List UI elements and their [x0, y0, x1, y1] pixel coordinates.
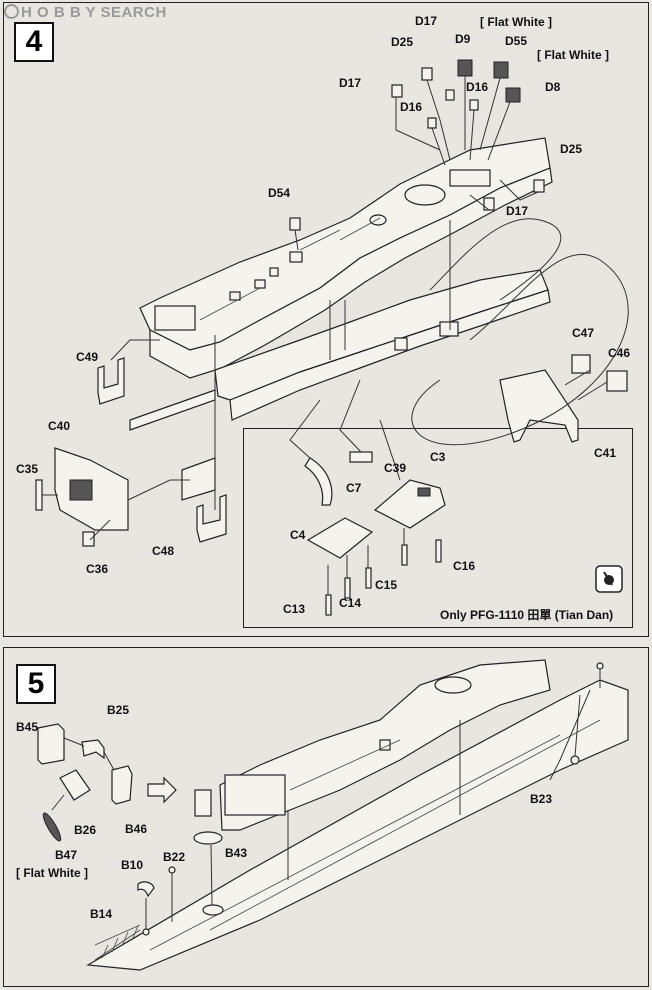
label-flat-white-a: [ Flat White ]	[480, 15, 552, 29]
step-4-panel	[3, 2, 649, 637]
label-d16-a: D16	[400, 100, 423, 114]
label-b10: B10	[121, 858, 144, 872]
part-c48	[196, 494, 227, 543]
tian-dan-note: Only PFG-1110 田單 (Tian Dan)	[440, 608, 614, 622]
label-b25: B25	[107, 703, 130, 717]
label-c47: C47	[572, 326, 595, 340]
label-b47: B47	[55, 848, 78, 862]
part-d16-b	[469, 99, 479, 111]
bridge-deck-detail	[154, 305, 196, 331]
part-d8	[505, 87, 521, 103]
label-d55: D55	[505, 34, 528, 48]
part-c15	[365, 567, 372, 589]
part-b14	[142, 928, 150, 936]
label-d17-b: D17	[339, 76, 362, 90]
part-c47	[571, 354, 591, 374]
label-c4: C4	[290, 528, 306, 542]
part-d54	[289, 217, 301, 231]
label-d16-b: D16	[466, 80, 489, 94]
step-5-panel	[3, 647, 649, 987]
part-c16	[401, 544, 408, 566]
part-b26	[59, 769, 91, 801]
part-b22	[168, 866, 176, 874]
label-d8: D8	[545, 80, 561, 94]
label-c41: C41	[594, 446, 617, 460]
label-c39: C39	[384, 461, 407, 475]
part-d17-a	[391, 84, 403, 98]
part-d55	[493, 61, 509, 79]
label-d17-a: D17	[415, 14, 438, 28]
label-b14: B14	[90, 907, 113, 921]
tian-dan-inset	[243, 428, 633, 628]
label-d9: D9	[455, 32, 471, 46]
part-c14	[344, 577, 351, 599]
label-flat-white-b: [ Flat White ]	[537, 48, 609, 62]
part-d25-b	[533, 179, 545, 193]
part-c13	[325, 594, 332, 616]
part-b43	[193, 831, 223, 845]
label-c3: C3	[430, 450, 446, 464]
label-b45: B45	[16, 720, 39, 734]
part-b46	[111, 765, 133, 805]
part-c3	[373, 479, 446, 529]
watermark: H O B B Y SEARCH	[4, 4, 167, 21]
side-panel-lower	[181, 457, 216, 501]
label-b46: B46	[125, 822, 148, 836]
label-b23: B23	[530, 792, 553, 806]
ship-hull	[86, 679, 629, 971]
part-c46	[606, 370, 628, 392]
step-4-number: 4	[14, 22, 54, 62]
label-d17-c: D17	[506, 204, 529, 218]
part-b25	[81, 739, 105, 760]
label-c35: C35	[16, 462, 39, 476]
label-c13: C13	[283, 602, 306, 616]
part-d16-a	[427, 117, 437, 129]
step-5-number: 5	[16, 664, 56, 704]
label-c16: C16	[453, 559, 476, 573]
label-c40: C40	[48, 419, 71, 433]
arrow-icon	[147, 776, 177, 804]
label-b22: B22	[163, 850, 186, 864]
part-c4	[306, 517, 374, 559]
label-c36: C36	[86, 562, 109, 576]
part-d9	[457, 59, 473, 77]
part-b10	[137, 881, 155, 898]
label-c7: C7	[346, 481, 362, 495]
part-b47	[42, 812, 62, 842]
label-c49: C49	[76, 350, 99, 364]
label-c48: C48	[152, 544, 175, 558]
label-c14: C14	[339, 596, 362, 610]
label-d54: D54	[268, 186, 291, 200]
logo-ring-icon	[4, 4, 19, 19]
side-panel-upper	[129, 389, 216, 431]
superstructure-side	[149, 167, 553, 379]
label-b43: B43	[225, 846, 248, 860]
part-c35	[35, 479, 43, 511]
label-c15: C15	[375, 578, 398, 592]
part-d17-c	[483, 197, 495, 211]
label-d25-a: D25	[391, 35, 414, 49]
label-d25-b: D25	[560, 142, 583, 156]
part-c7	[304, 457, 333, 506]
part-b45	[37, 723, 65, 765]
part-d25-a	[421, 67, 433, 81]
part-c36	[82, 531, 95, 547]
label-b26: B26	[74, 823, 97, 837]
label-c46: C46	[608, 346, 631, 360]
part-c49	[97, 357, 125, 405]
part-c41	[499, 369, 579, 443]
label-flat-white: [ Flat White ]	[16, 866, 88, 880]
part-c39	[349, 451, 373, 463]
